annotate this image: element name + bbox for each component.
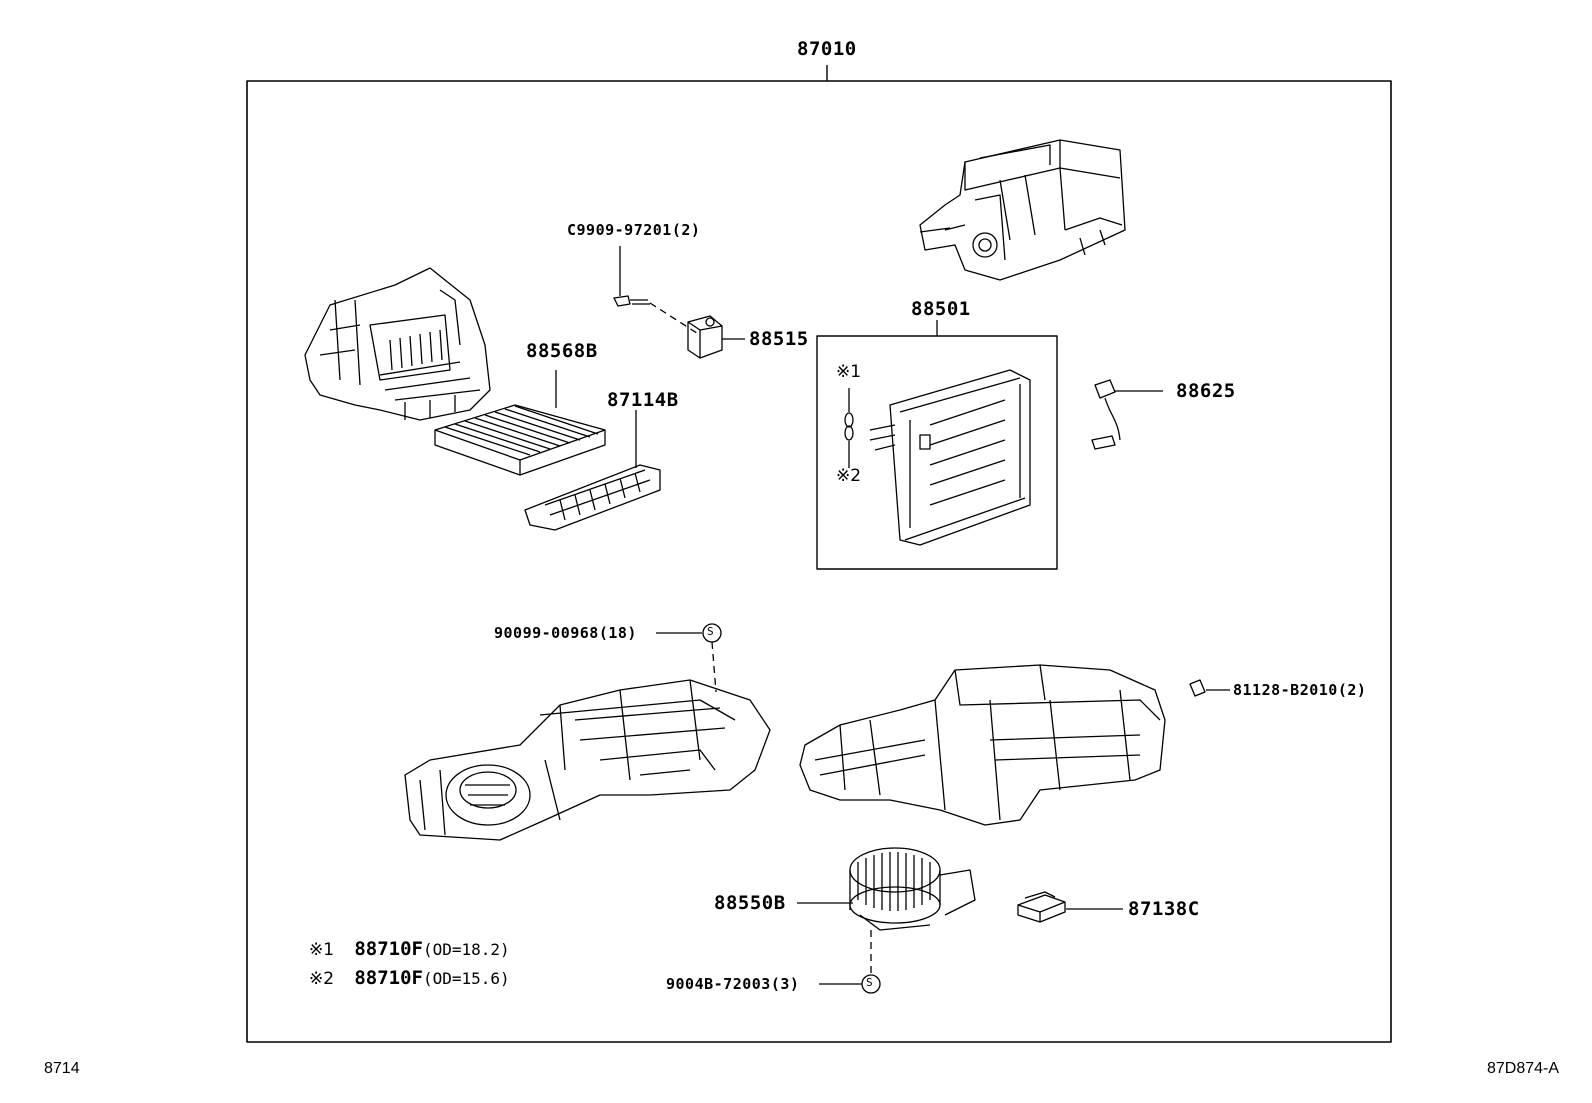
s-symbol-1: S — [707, 625, 714, 638]
note-2-mark: ※2 — [309, 969, 335, 989]
part-label-87138c: 87138C — [1128, 898, 1200, 920]
footer-right-code: 87D874-A — [1487, 1060, 1560, 1077]
part-label-90099: 90099-00968(18) — [494, 624, 637, 642]
upper-right-case — [919, 139, 1126, 281]
s-symbol-circle-1 — [702, 623, 722, 643]
part-label-9004b: 9004B-72003(3) — [666, 975, 800, 993]
part-label-88515: 88515 — [749, 328, 809, 350]
c9909-dashed — [649, 302, 701, 336]
note-1-part: 88710F — [354, 938, 423, 960]
clip — [1189, 679, 1206, 697]
evaporator-core — [869, 369, 1031, 546]
screw-c9909 — [613, 262, 650, 307]
footer-left-code: 8714 — [44, 1060, 80, 1077]
note-1-mark: ※1 — [309, 940, 335, 960]
part-label-88625: 88625 — [1176, 380, 1236, 402]
thermistor — [1091, 379, 1121, 450]
o-rings — [844, 388, 854, 468]
blower-resistor — [1017, 891, 1066, 923]
lower-left-case — [404, 679, 771, 841]
part-label-88550b: 88550B — [714, 892, 786, 914]
s90099-dashed — [711, 641, 717, 693]
assembly-frame — [246, 80, 1392, 1043]
lower-right-case — [799, 664, 1166, 826]
filter-element — [434, 404, 606, 476]
note-1-spec: (OD=18.2) — [422, 940, 510, 959]
s-symbol-2: S — [866, 976, 873, 989]
expansion-valve — [687, 315, 723, 359]
part-label-88568b: 88568B — [526, 340, 598, 362]
assembly-number-label: 87010 — [797, 38, 857, 60]
note-2-spec: (OD=15.6) — [422, 969, 510, 988]
part-label-81128: 81128-B2010(2) — [1233, 681, 1367, 699]
part-label-c9909: C9909-97201(2) — [567, 221, 701, 239]
part-label-88501: 88501 — [911, 298, 971, 320]
s-symbol-circle-2 — [861, 974, 881, 994]
mark-1-label: ※1 — [836, 362, 862, 382]
blower-motor — [849, 847, 976, 931]
mark-2-label: ※2 — [836, 466, 862, 486]
part-label-87114b: 87114B — [607, 389, 679, 411]
upper-left-case — [304, 267, 491, 421]
note-row-1: ※1 88710F(OD=18.2) — [309, 938, 510, 960]
note-2-part: 88710F — [354, 967, 423, 989]
note-row-2: ※2 88710F(OD=15.6) — [309, 967, 510, 989]
filter-cover — [524, 464, 661, 531]
